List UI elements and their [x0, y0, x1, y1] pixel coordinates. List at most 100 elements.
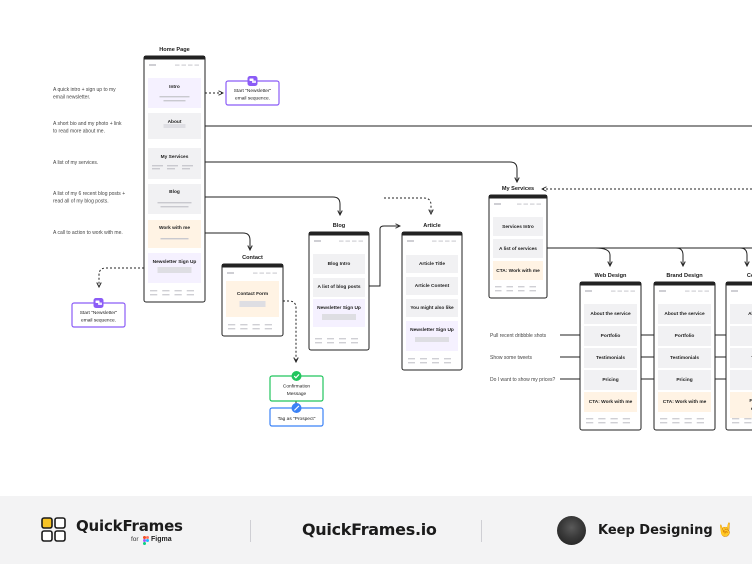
section-block [730, 348, 752, 368]
section-block [406, 299, 458, 317]
frame-section[interactable]: About [148, 113, 201, 139]
section-label: CTA: Work with me [589, 399, 633, 405]
section-block [313, 254, 365, 274]
section-label: Services Intro [502, 224, 534, 230]
footer-line [228, 324, 236, 326]
frame-section[interactable]: Article Content [406, 277, 458, 295]
frame-section[interactable]: Portfolio [584, 326, 637, 346]
annotation-blog: read all of my blog posts. [53, 199, 109, 205]
nav-link [523, 203, 528, 205]
frame-section[interactable]: Free 1 [730, 392, 752, 418]
placeholder-box [163, 124, 186, 128]
footer-line [252, 324, 260, 326]
nav-link [536, 203, 541, 205]
frame-section[interactable]: Intro [148, 78, 201, 108]
footer-line [174, 294, 182, 296]
footer-line [529, 286, 536, 288]
frame-section[interactable]: Po [730, 326, 752, 346]
frame-section[interactable]: Blog Intro [313, 254, 365, 274]
frame-section[interactable]: Pricing [584, 370, 637, 390]
frame-section[interactable]: Newsletter Sign Up [148, 253, 201, 283]
frame-section[interactable]: Testi [730, 348, 752, 368]
footer-line [174, 290, 182, 292]
frame-title: Web Design [595, 273, 627, 279]
section-block [148, 184, 201, 214]
frame-section[interactable]: Newsletter Sign Up [406, 321, 458, 351]
frame-section[interactable]: Services Intro [493, 217, 543, 236]
connector-newsletter-left [99, 267, 144, 287]
section-label: My Services [161, 154, 189, 160]
footer-line [351, 338, 358, 340]
section-block [658, 370, 711, 390]
frame-section[interactable]: Blog [148, 184, 201, 214]
footer-line [732, 418, 740, 420]
frame-section[interactable]: Testimonials [658, 348, 711, 368]
frame-section[interactable]: A list of blog posts [313, 278, 365, 297]
footer-line [506, 286, 513, 288]
annotation-about: to read more about me. [53, 129, 105, 135]
frame-section[interactable]: About the service [658, 304, 711, 324]
footer-line [586, 422, 594, 424]
frame-section[interactable]: About the service [584, 304, 637, 324]
section-block [584, 370, 637, 390]
frame-section[interactable]: CTA: Work with me [658, 392, 711, 412]
section-block [406, 255, 458, 273]
action-label: email sequence. [81, 317, 116, 323]
frame-section[interactable]: You might also like [406, 299, 458, 317]
footer-line [598, 422, 606, 424]
section-block [148, 78, 201, 108]
footer-line [610, 418, 618, 420]
frame-section[interactable]: A list of services [493, 239, 543, 258]
section-block [493, 261, 543, 280]
action-newsletter_top[interactable]: Start "Newsletter"email sequence. [225, 76, 280, 106]
website-link[interactable]: QuickFrames.io [302, 520, 437, 539]
nav-logo [731, 290, 738, 292]
section-label: Blog Intro [328, 261, 351, 267]
footer-line [684, 422, 692, 424]
footer-line [732, 422, 740, 424]
footer-line [264, 328, 272, 330]
section-label: Testimonials [596, 355, 625, 361]
quickframes-logo-icon [41, 517, 66, 542]
footer-line [186, 290, 194, 292]
frame-section[interactable]: Work with me [148, 220, 201, 248]
action-tag[interactable]: Tag as "Prospect" [269, 403, 324, 427]
rock-hand-icon: 🤘 [717, 523, 734, 538]
brand-logo[interactable]: QuickFrames for Figma [40, 515, 190, 549]
footer-line [327, 342, 334, 344]
footer-line [495, 286, 502, 288]
frame-section[interactable]: CTA: Work with me [584, 392, 637, 412]
frame-section[interactable]: Pr [730, 370, 752, 390]
frame-section[interactable]: Pricing [658, 370, 711, 390]
frame-section[interactable]: My Services [148, 148, 201, 179]
action-label: Start "Newsletter" [80, 310, 118, 316]
frame-section[interactable]: Article Title [406, 255, 458, 273]
action-newsletter_left[interactable]: Start "Newsletter"email sequence. [71, 298, 126, 328]
connector-services [205, 161, 517, 182]
section-label: About the service [590, 311, 631, 317]
nav-link [253, 272, 258, 274]
nav-link [358, 240, 363, 242]
connector-branch-content [739, 247, 747, 266]
placeholder-line [157, 202, 192, 204]
frame-section[interactable]: Contact Form [226, 281, 279, 317]
frame-content[interactable]: ContenAbout tPoTestiPrFree 1cons [725, 273, 752, 431]
frame-section[interactable]: CTA: Work with me [493, 261, 543, 280]
frame-section[interactable]: About t [730, 304, 752, 324]
frame-section[interactable]: Portfolio [658, 326, 711, 346]
frame-title: Article [423, 223, 440, 229]
section-label: Pricing [602, 377, 618, 383]
footer-line [252, 328, 260, 330]
frame-section[interactable]: Testimonials [584, 348, 637, 368]
connector-contact-confirm [283, 300, 296, 362]
frame-section[interactable]: Newsletter Sign Up [313, 299, 365, 327]
